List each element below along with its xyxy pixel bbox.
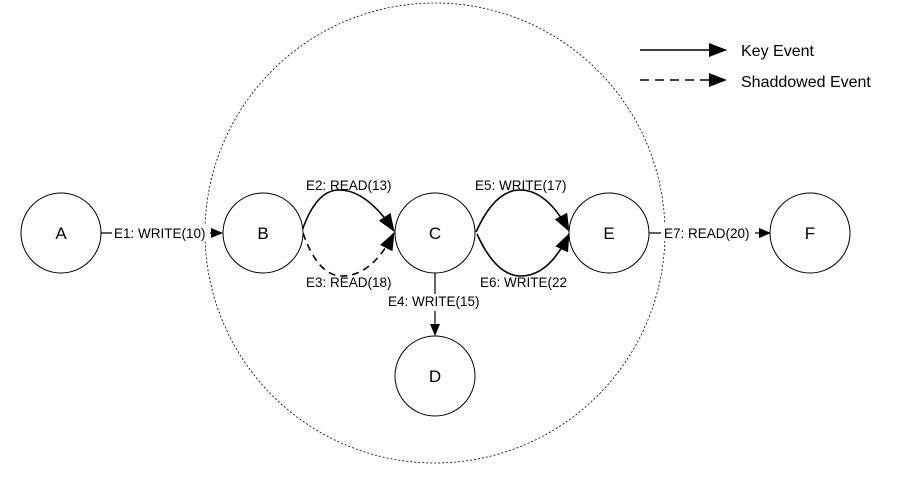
node-c-label: C bbox=[429, 224, 441, 243]
edge-e4-label-bg bbox=[386, 294, 484, 311]
node-b-circle bbox=[222, 192, 304, 274]
legend: Key Event Shaddowed Event bbox=[640, 43, 871, 91]
edge-e7-label-bg bbox=[661, 224, 755, 241]
edge-e3-label: E3: READ(18) bbox=[306, 275, 392, 290]
node-a-circle bbox=[20, 192, 102, 274]
node-b-label: B bbox=[257, 224, 268, 243]
node-d: D bbox=[394, 335, 476, 417]
edge-e3 bbox=[302, 232, 395, 277]
edge-label-backgrounds bbox=[112, 224, 755, 311]
edge-e5-label: E5: WRITE(17) bbox=[475, 178, 567, 193]
node-a-label: A bbox=[55, 224, 67, 243]
node-b: B bbox=[222, 192, 304, 274]
node-f: F bbox=[769, 192, 851, 274]
legend-shadowed-event-label: Shaddowed Event bbox=[741, 74, 871, 91]
edge-e1-label: E1: WRITE(10) bbox=[114, 226, 206, 241]
edge-e2-label: E2: READ(13) bbox=[306, 178, 392, 193]
node-d-label: D bbox=[429, 367, 441, 386]
edge-e6-label: E6: WRITE(22 bbox=[480, 275, 567, 290]
node-e-label: E bbox=[603, 224, 614, 243]
edge-e5 bbox=[475, 189, 570, 233]
node-a: A bbox=[20, 192, 102, 274]
edge-e6 bbox=[476, 233, 570, 277]
edge-e7-label: E7: READ(20) bbox=[664, 226, 750, 241]
nodes: A B C D E F bbox=[20, 192, 851, 417]
edge-e4-label: E4: WRITE(15) bbox=[388, 294, 480, 309]
edge-e1-label-bg bbox=[112, 224, 210, 241]
node-c-circle bbox=[394, 192, 476, 274]
node-e-circle bbox=[568, 192, 650, 274]
legend-key-event-label: Key Event bbox=[741, 43, 814, 60]
node-d-circle bbox=[394, 335, 476, 417]
node-e: E bbox=[568, 192, 650, 274]
node-f-circle bbox=[769, 192, 851, 274]
node-f-label: F bbox=[805, 224, 815, 243]
edge-e2 bbox=[301, 189, 395, 232]
edge-labels: E1: WRITE(10) E2: READ(13) E3: READ(18) … bbox=[114, 178, 750, 309]
node-c: C bbox=[394, 192, 476, 274]
